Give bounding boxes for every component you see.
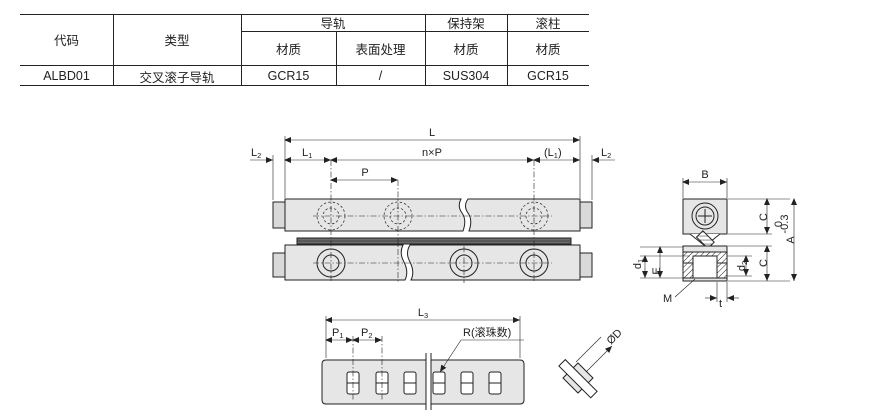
top-rail [272,198,593,232]
dim-L3: L3 [418,307,428,320]
cell-code: ALBD01 [43,69,90,83]
cell-roller-material: GCR15 [527,69,569,83]
dim-t: t [719,298,722,310]
label-R: R(滚珠数) [463,325,511,339]
dim-C-top: C [758,213,770,221]
roller-view: ØD [558,327,625,399]
dim-P: P [361,167,368,179]
dim-D: ØD [605,327,625,347]
table-top-border [20,14,589,15]
table-subheader-rule [241,31,589,32]
bottom-rail [272,244,593,281]
table-col-divider [425,14,426,86]
table-col-divider [241,14,242,86]
header-type: 类型 [164,34,190,48]
dim-L: L [429,127,435,139]
header-code: 代码 [53,34,79,48]
cell-cage-material: SUS304 [442,69,490,83]
dim-d2: d2 [736,261,749,271]
dim-P2: P2 [361,327,373,340]
dim-E: E [651,267,663,274]
label-M: M [663,293,672,305]
header-rail-material: 材质 [275,42,301,57]
table-bottom-border [20,85,589,86]
front-view: L L2 L1 n×P (L1) L2 P [250,127,615,283]
dim-d1: d1 [632,259,645,269]
dim-A-tol-upper: 0 [773,221,785,227]
side-view: B C C A 0 -0.3 d1 E d2 M [632,169,797,310]
header-roller: 滚柱 [535,17,561,31]
dim-L2-right: L2 [601,147,611,160]
header-rail-surface: 表面处理 [355,42,406,57]
dim-A-tol-lower: -0.3 [779,215,791,234]
table-col-divider [113,14,114,86]
table-col-divider [507,14,508,86]
cell-type: 交叉滚子导轨 [139,70,215,85]
cell-rail-material: GCR15 [267,69,310,83]
cage-strip [296,237,572,245]
table-col-divider [336,31,337,86]
dim-nP: n×P [422,147,442,159]
dim-B: B [701,169,708,181]
dim-A: A [785,236,797,244]
dim-L1-paren: (L1) [544,147,562,160]
dim-L2-left: L2 [251,147,261,160]
cell-rail-surface: / [378,69,383,83]
dim-C-bottom: C [758,259,770,267]
header-cage: 保持架 [447,17,485,31]
header-cage-material: 材质 [453,42,479,57]
cage-view: L3 P1 P2 R(滚珠数) [321,307,525,410]
header-roller-material: 材质 [535,42,561,57]
dim-L1: L1 [302,147,312,160]
dim-P1: P1 [332,327,344,340]
table-header-bottom-border [20,65,589,66]
spec-table: 代码 类型 导轨 保持架 滚柱 材质 表面处理 材质 材质 ALBD01 交叉滚… [20,14,589,86]
header-rail: 导轨 [320,17,346,31]
